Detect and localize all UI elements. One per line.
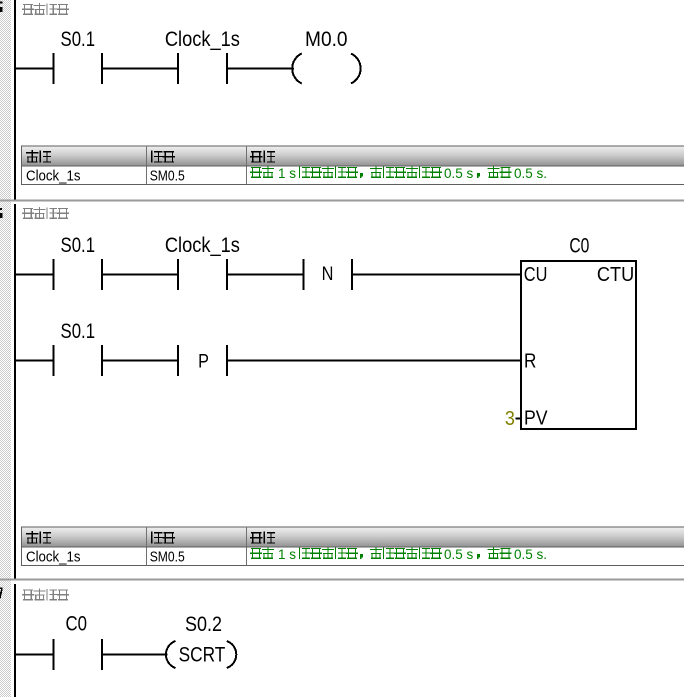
svg-text:1 s: 1 s — [278, 547, 296, 562]
svg-text:PV: PV — [524, 408, 548, 430]
svg-text:S0.1: S0.1 — [61, 320, 96, 343]
svg-text:0.5 s.: 0.5 s. — [514, 547, 547, 562]
svg-text:S0.1: S0.1 — [61, 28, 96, 51]
svg-text:0.5 s: 0.5 s — [444, 547, 474, 562]
svg-text:C0: C0 — [66, 612, 88, 635]
svg-text:Clock_1s: Clock_1s — [26, 549, 81, 566]
svg-text:0.5 s.: 0.5 s. — [514, 166, 547, 181]
svg-text:N: N — [322, 264, 334, 285]
svg-text:Clock_1s: Clock_1s — [26, 168, 81, 185]
svg-text:CTU: CTU — [597, 264, 634, 286]
svg-text:R: R — [524, 350, 536, 372]
svg-text:S0.1: S0.1 — [61, 234, 96, 257]
svg-text:CU: CU — [524, 264, 548, 286]
svg-text:0.5 s: 0.5 s — [444, 166, 474, 181]
svg-text:3: 3 — [505, 408, 515, 430]
svg-text:S0.2: S0.2 — [185, 613, 222, 636]
svg-text:SM0.5: SM0.5 — [150, 549, 185, 566]
svg-text:SM0.5: SM0.5 — [150, 168, 185, 185]
svg-text:SCRT: SCRT — [179, 644, 226, 667]
svg-text:P: P — [198, 352, 209, 373]
svg-text:1 s: 1 s — [278, 166, 296, 181]
svg-text:Clock_1s: Clock_1s — [165, 28, 240, 51]
svg-text:Clock_1s: Clock_1s — [165, 234, 240, 257]
svg-text:M0.0: M0.0 — [305, 28, 348, 51]
svg-text:C0: C0 — [569, 234, 589, 257]
